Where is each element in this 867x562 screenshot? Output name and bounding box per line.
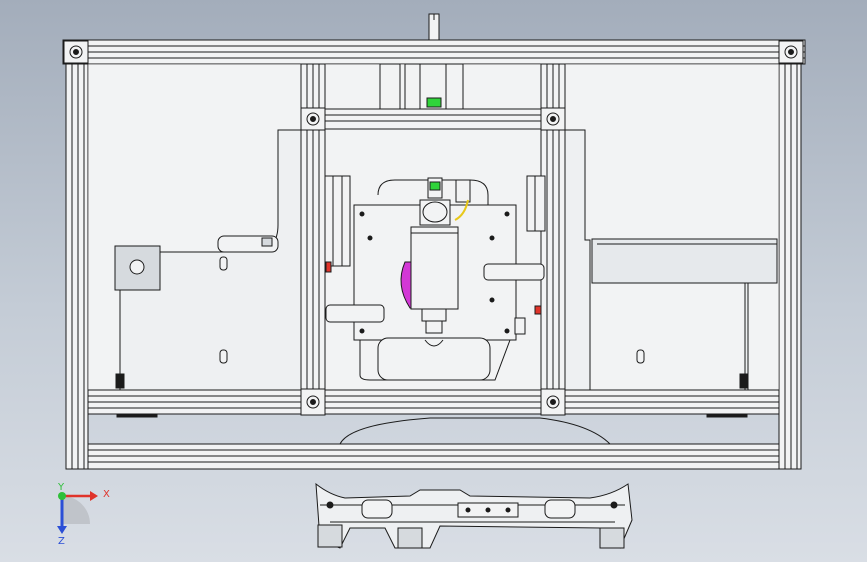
axis-label-y: Y [57,482,65,493]
corner-bracket-top-right [778,40,804,64]
axis-label-x: X [103,489,110,500]
z-axis-rail [379,63,464,110]
top-spindle-stub [428,13,440,43]
axis-label-z: Z [58,536,65,547]
fixture-base [315,482,633,549]
lower-crossbeam [87,388,780,418]
right-housing-panel [564,129,778,393]
upper-crossbeam [300,107,566,131]
coordinate-triad-icon: X Y Z [57,482,110,547]
left-housing-panel [114,129,302,393]
guide-rails [324,175,546,315]
base-beam [87,417,780,470]
corner-bracket-top-left [63,40,89,64]
spindle-motor [400,177,471,347]
